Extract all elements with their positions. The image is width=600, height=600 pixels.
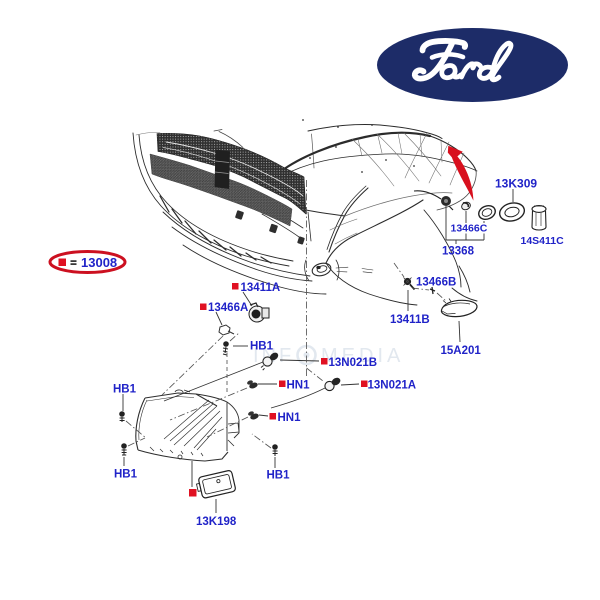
svg-text:13N021A: 13N021A xyxy=(368,380,417,392)
svg-text:14S411C: 14S411C xyxy=(521,235,565,247)
svg-text:13K198: 13K198 xyxy=(196,516,237,528)
svg-text:HB1: HB1 xyxy=(267,470,291,482)
svg-text:13N021B: 13N021B xyxy=(329,357,378,369)
svg-text:13466B: 13466B xyxy=(416,277,456,289)
svg-text:13466C: 13466C xyxy=(451,223,488,235)
svg-text:13368: 13368 xyxy=(442,246,475,258)
svg-text:13411B: 13411B xyxy=(390,314,430,326)
svg-text:HN1: HN1 xyxy=(278,412,302,424)
svg-text:13K309: 13K309 xyxy=(495,177,537,191)
svg-text:13466A: 13466A xyxy=(208,302,248,314)
svg-text:HB1: HB1 xyxy=(114,469,138,481)
svg-text:15A201: 15A201 xyxy=(441,345,482,357)
svg-text:MEDIA: MEDIA xyxy=(321,345,404,367)
svg-text:HN1: HN1 xyxy=(287,380,311,392)
svg-text:HB1: HB1 xyxy=(113,384,137,396)
svg-text:HB1: HB1 xyxy=(250,341,274,353)
svg-text:13008: 13008 xyxy=(81,255,117,270)
svg-text:13411A: 13411A xyxy=(241,282,281,294)
